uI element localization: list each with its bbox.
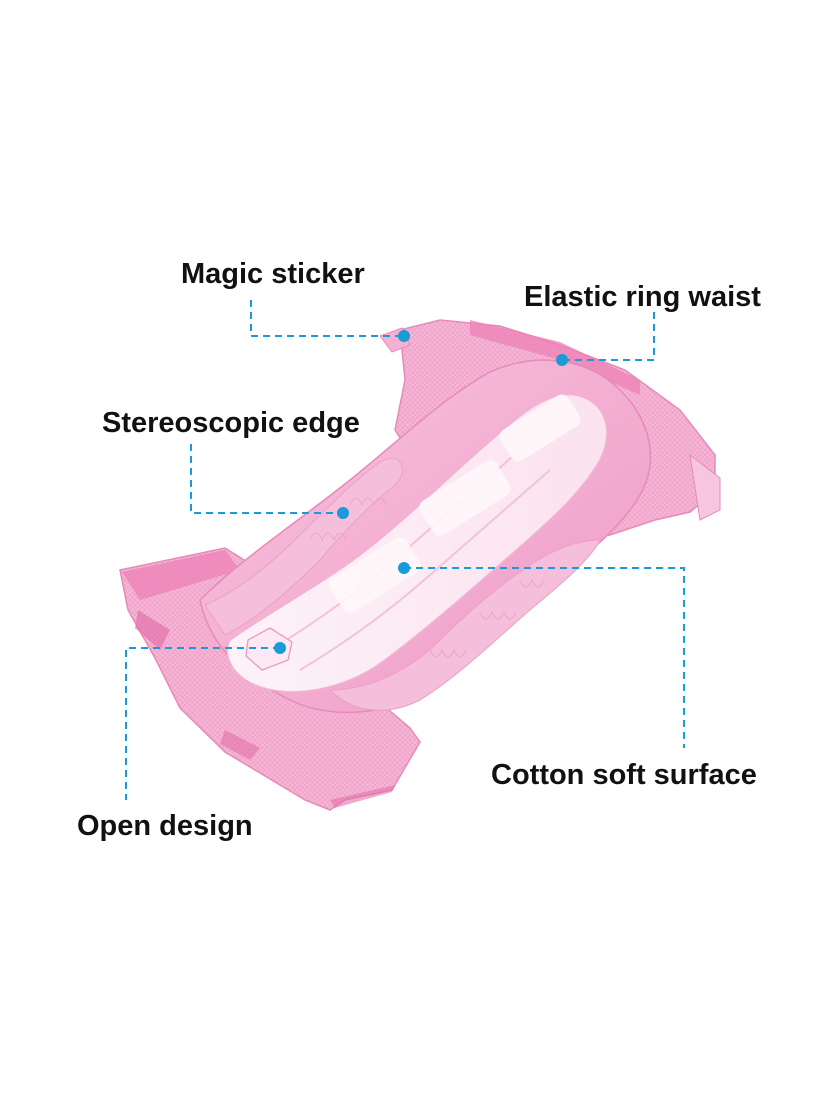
elastic-waist-dot [556, 354, 568, 366]
cotton-soft-surface-label: Cotton soft surface [491, 759, 757, 791]
diaper-body [199, 359, 652, 714]
callout-lines [125, 300, 685, 800]
cotton-surface-dot [398, 562, 410, 574]
magic-sticker-leader [250, 300, 404, 337]
open-design-dot [274, 642, 286, 654]
stereoscopic-edge-dot [337, 507, 349, 519]
elastic-ring-waist-label: Elastic ring waist [524, 281, 761, 313]
stereoscopic-edge-label: Stereoscopic edge [102, 407, 360, 439]
magic-sticker-label: Magic sticker [181, 258, 365, 290]
open-design-leader [125, 647, 280, 800]
magic-sticker-dot [398, 330, 410, 342]
stereoscopic-edge-leader [190, 444, 343, 514]
cotton-surface-leader [404, 567, 685, 748]
open-design-label: Open design [77, 810, 253, 842]
elastic-waist-leader [562, 312, 655, 361]
